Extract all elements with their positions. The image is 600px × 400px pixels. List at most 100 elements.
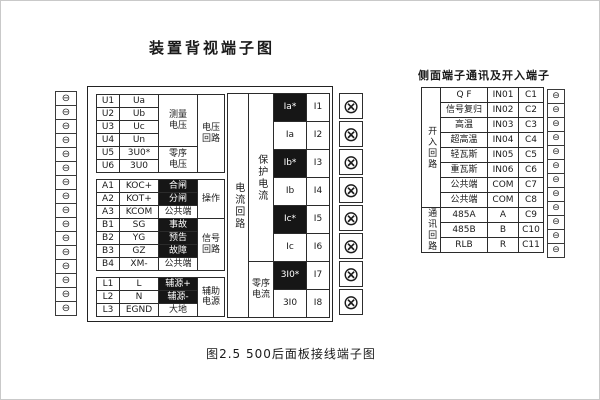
signal-name: 3U0 — [120, 160, 158, 172]
comm-group-label: 通讯回路 — [422, 208, 440, 252]
screw-terminal-icon: ⊖ — [547, 117, 565, 132]
signal-name: KOT+ — [120, 193, 158, 205]
input-name: RLB — [441, 238, 487, 252]
input-terminal: C2 — [519, 103, 543, 117]
screw-glyph: ⊖ — [552, 203, 560, 213]
current-terminal: I2 — [307, 122, 329, 149]
signal-name: XM- — [120, 258, 158, 270]
input-name: 485B — [441, 223, 487, 237]
signal-name: Un — [120, 134, 158, 146]
screw-glyph: ⊖ — [61, 204, 71, 216]
screw-glyph: ⊖ — [552, 189, 560, 199]
screw-terminal-icon: ⊖ — [55, 147, 77, 162]
screw-glyph: ⊖ — [61, 288, 71, 300]
signal-name: GZ — [120, 245, 158, 257]
function-label: 公共端 — [159, 258, 197, 270]
input-code: IN05 — [488, 148, 518, 162]
screw-terminal-icon: ⊖ — [547, 173, 565, 188]
screw-cross-glyph: ⊗ — [342, 122, 360, 146]
signal-name: Ua — [120, 95, 158, 107]
screw-glyph: ⊖ — [552, 217, 560, 227]
zero-current-label: 零序 电流 — [249, 262, 273, 317]
screw-glyph: ⊖ — [552, 91, 560, 101]
screw-cross-terminal-icon: ⊗ — [339, 149, 363, 175]
screw-cross-glyph: ⊗ — [342, 94, 360, 118]
screw-glyph: ⊖ — [552, 245, 560, 255]
signal-name: EGND — [120, 304, 158, 316]
screw-cross-terminal-icon: ⊗ — [339, 177, 363, 203]
side-terminal-strip: ⊖ ⊖ ⊖ ⊖ ⊖ ⊖ ⊖ ⊖ ⊖ ⊖ ⊖ ⊖ — [547, 89, 565, 258]
function-label: 大地 — [159, 304, 197, 316]
function-label: 公共端 — [159, 206, 197, 218]
current-signal: Ia — [274, 122, 306, 149]
current-signal: Ic* — [274, 206, 306, 233]
terminal-id: U5 — [97, 147, 119, 159]
screw-terminal-icon: ⊖ — [55, 175, 77, 190]
screw-glyph: ⊖ — [552, 133, 560, 143]
input-code: COM — [488, 178, 518, 192]
screw-glyph: ⊖ — [61, 92, 71, 104]
input-name: 高温 — [441, 118, 487, 132]
terminal-id: B2 — [97, 232, 119, 244]
screw-cross-glyph: ⊗ — [342, 178, 360, 202]
input-terminal: C3 — [519, 118, 543, 132]
input-code: IN06 — [488, 163, 518, 177]
current-signal: 3I0* — [274, 262, 306, 289]
signal-group-label: 信号 回路 — [198, 219, 224, 270]
screw-glyph: ⊖ — [61, 246, 71, 258]
screw-glyph: ⊖ — [552, 147, 560, 157]
screw-glyph: ⊖ — [61, 260, 71, 272]
screw-cross-terminal-icon: ⊗ — [339, 93, 363, 119]
input-code: R — [488, 238, 518, 252]
current-signal: 3I0 — [274, 290, 306, 317]
screw-glyph: ⊖ — [61, 106, 71, 118]
input-code: A — [488, 208, 518, 222]
input-code: IN01 — [488, 88, 518, 102]
terminal-id: A2 — [97, 193, 119, 205]
screw-terminal-icon: ⊖ — [55, 287, 77, 302]
screw-glyph: ⊖ — [61, 120, 71, 132]
function-label: 辅源+ — [159, 278, 197, 290]
function-label: 故障 — [159, 245, 197, 257]
side-panel-title: 侧面端子通讯及开入端子 — [418, 69, 550, 82]
terminal-id: A1 — [97, 180, 119, 192]
screw-terminal-icon: ⊖ — [547, 145, 565, 160]
screw-cross-terminal-icon: ⊗ — [339, 205, 363, 231]
screw-glyph: ⊖ — [552, 161, 560, 171]
screw-glyph: ⊖ — [552, 231, 560, 241]
screw-terminal-icon: ⊖ — [55, 105, 77, 120]
current-terminal: I8 — [307, 290, 329, 317]
screw-cross-glyph: ⊗ — [342, 206, 360, 230]
current-terminal: I4 — [307, 178, 329, 205]
current-terminal-strip: ⊗ ⊗ ⊗ ⊗ ⊗ ⊗ ⊗ ⊗ — [339, 93, 363, 317]
screw-terminal-icon: ⊖ — [547, 159, 565, 174]
input-name: 超高温 — [441, 133, 487, 147]
screw-glyph: ⊖ — [61, 176, 71, 188]
current-circuit-label: 电流回路 — [228, 94, 248, 317]
operation-signal-table: A1 A2 A3 B1 B2 B3 B4 KOC+ KOT+ KCOM SG Y… — [96, 179, 225, 271]
input-code: COM — [488, 193, 518, 207]
terminal-id: L1 — [97, 278, 119, 290]
signal-name: YG — [120, 232, 158, 244]
input-code: IN03 — [488, 118, 518, 132]
signal-name: Ub — [120, 108, 158, 120]
current-circuit-table: 电流回路 保护电流 零序 电流 Ia* Ia Ib* Ib Ic* Ic 3I0… — [227, 93, 330, 318]
screw-terminal-icon: ⊖ — [547, 201, 565, 216]
screw-glyph: ⊖ — [61, 302, 71, 314]
current-signal: Ic — [274, 234, 306, 261]
rear-panel-box: U1 U2 U3 U4 U5 U6 Ua Ub Uc Un 3U0* 3U0 测… — [87, 86, 333, 322]
signal-name: Uc — [120, 121, 158, 133]
screw-cross-terminal-icon: ⊗ — [339, 289, 363, 315]
screw-terminal-icon: ⊖ — [55, 231, 77, 246]
screw-terminal-icon: ⊖ — [547, 131, 565, 146]
screw-cross-terminal-icon: ⊗ — [339, 261, 363, 287]
screw-terminal-icon: ⊖ — [55, 273, 77, 288]
aux-power-table: L1 L2 L3 L N EGND 辅源+ 辅源- 大地 辅助 电源 — [96, 277, 225, 317]
screw-glyph: ⊖ — [61, 232, 71, 244]
input-name: 公共端 — [441, 178, 487, 192]
current-signal: Ib — [274, 178, 306, 205]
screw-glyph: ⊖ — [552, 105, 560, 115]
terminal-id: U3 — [97, 121, 119, 133]
screw-glyph: ⊖ — [552, 175, 560, 185]
signal-name: L — [120, 278, 158, 290]
